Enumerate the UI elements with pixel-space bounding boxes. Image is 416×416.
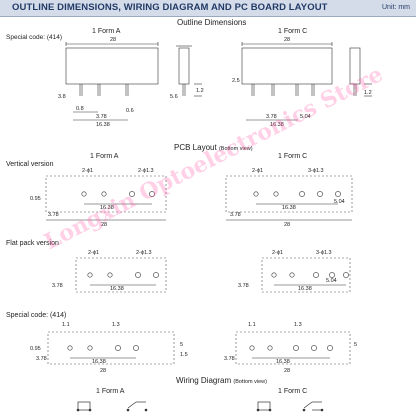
header-bar: OUTLINE DIMENSIONS, WIRING DIAGRAM AND P… — [0, 0, 416, 17]
pcb-holes-c-vc: 3-ϕ1.3 — [308, 168, 324, 174]
pcb-28-sa: 28 — [100, 368, 107, 374]
dim-06-a: 0.6 — [126, 108, 134, 114]
relay-body-form-a — [65, 47, 159, 85]
pcb-1638-sc: 16.38 — [276, 359, 290, 365]
wiring-form-a: 1 Form A — [96, 388, 125, 395]
pcb-1638-fc: 16.38 — [298, 286, 312, 292]
pcb-28-va: 28 — [101, 222, 108, 228]
relay-body-form-c — [241, 47, 333, 85]
pcb-outline-special-a — [47, 331, 175, 365]
dim-56-a: 5.6 — [170, 94, 178, 100]
pcb-vertical-label: Vertical version — [6, 161, 54, 168]
pcb-5-sa: 5 — [180, 342, 184, 348]
pcb-holes-a-f: 2-ϕ1 — [88, 250, 100, 256]
pcb-bottom-view: (Bottom view) — [218, 146, 253, 152]
pcb-15-sa: 1.5 — [180, 352, 188, 358]
pcb-11-sc: 1.1 — [248, 322, 256, 328]
dim-length-c: 28 — [284, 37, 291, 43]
outline-form-a: 1 Form A — [92, 28, 121, 35]
pcb-5-sc: 5 — [354, 342, 358, 348]
pcb-378-sa: 3.78 — [36, 356, 47, 362]
pcb-378-fc: 3.78 — [238, 283, 249, 289]
pcb-holes-a-vc: 2-ϕ1 — [252, 168, 264, 174]
unit-label: Unit: mm — [382, 4, 410, 11]
pcb-outline-vertical-a — [45, 175, 167, 213]
relay-side-form-a — [178, 47, 190, 85]
pcb-378-sc: 3.78 — [224, 356, 235, 362]
dim-378-a: 3.78 — [96, 114, 107, 120]
pcb-outline-flat-c — [261, 257, 351, 293]
wiring-bottom-view: (Bottom view) — [233, 379, 267, 385]
pcb-form-a: 1 Form A — [90, 153, 119, 160]
coil-symbol-form-a — [77, 401, 91, 411]
pcb-holes-a-v: 2-ϕ1 — [82, 168, 94, 174]
pcb-504-vc: 5.04 — [334, 199, 345, 205]
pcb-1638-fa: 16.38 — [110, 286, 124, 292]
wiring-form-c: 1 Form C — [278, 388, 308, 395]
dim-378-c: 3.78 — [266, 114, 277, 120]
pcb-holes-b-f: 2-ϕ1.3 — [136, 250, 152, 256]
pcb-504-fc: 5.04 — [326, 278, 337, 284]
pcb-outline-vertical-c — [225, 175, 353, 213]
pcb-11-sa: 1.1 — [62, 322, 70, 328]
dim-length-a: 28 — [110, 37, 117, 43]
pcb-378-vc: 3.78 — [230, 212, 241, 218]
pcb-1638-sa: 16.38 — [92, 359, 106, 365]
pcb-13-sc: 1.3 — [294, 322, 302, 328]
wiring-title: Wiring Diagram (Bottom view) — [176, 376, 267, 385]
outline-special-code: Special code: (414) — [6, 34, 63, 41]
pcb-holes-a-fc: 2-ϕ1 — [272, 250, 284, 256]
pcb-outline-special-c — [235, 331, 351, 365]
outline-title: Outline Dimensions — [177, 18, 247, 27]
pcb-28-sc: 28 — [284, 368, 291, 374]
pcb-378-va: 3.78 — [48, 212, 59, 218]
dim-504-c: 5.04 — [300, 114, 311, 120]
pcb-1638-vc: 16.38 — [282, 205, 296, 211]
page-title: OUTLINE DIMENSIONS, WIRING DIAGRAM AND P… — [12, 2, 328, 13]
pcb-form-c: 1 Form C — [278, 153, 308, 160]
dim-25-c: 2.5 — [232, 78, 240, 84]
pcb-holes-c-fc: 3-ϕ1.3 — [316, 250, 332, 256]
pcb-378-fa: 3.78 — [52, 283, 63, 289]
pcb-13-sa: 1.3 — [112, 322, 120, 328]
dim-1638-c: 16.38 — [270, 122, 284, 128]
outline-form-c: 1 Form C — [278, 28, 308, 35]
coil-symbol-form-c — [257, 401, 271, 411]
dim-12-a: 1.2 — [196, 88, 204, 94]
relay-side-form-c — [349, 47, 361, 85]
dim-38-a: 3.8 — [58, 94, 66, 100]
pcb-special-label: Special code: (414) — [6, 312, 67, 319]
dim-12-c: 1.2 — [364, 90, 372, 96]
dim-1638-a: 16.38 — [96, 122, 110, 128]
pcb-095-s: 0.95 — [30, 346, 41, 352]
pcb-outline-flat-a — [75, 257, 167, 293]
pcb-title: PCB Layout (Bottom view) — [174, 143, 253, 152]
dim-08-a: 0.8 — [76, 106, 84, 112]
pcb-28-vc: 28 — [284, 222, 291, 228]
pcb-095-v: 0.95 — [30, 196, 41, 202]
pcb-holes-b-v: 2-ϕ1.3 — [138, 168, 154, 174]
pcb-flatpack-label: Flat pack version — [6, 240, 59, 247]
pcb-1638-va: 16.38 — [100, 205, 114, 211]
